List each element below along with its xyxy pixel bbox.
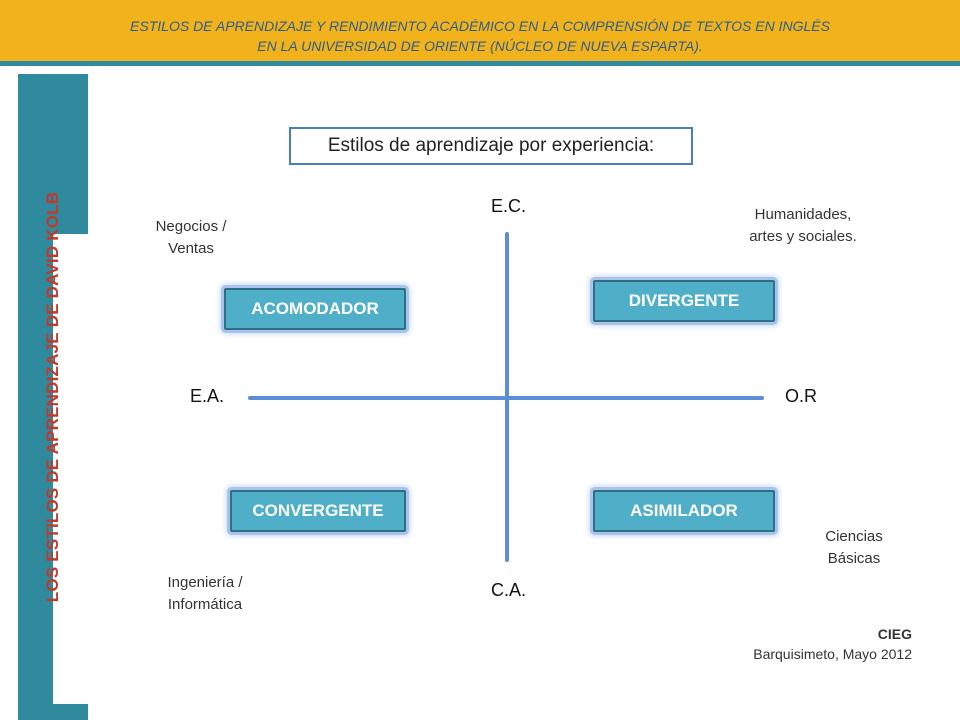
style-box-asimilador: ASIMILADOR xyxy=(593,490,775,532)
axis-label-right: O.R xyxy=(785,386,818,406)
header-line-1: ESTILOS DE APRENDIZAJE Y RENDIMIENTO ACA… xyxy=(130,18,830,34)
sidebar-panel xyxy=(53,234,93,704)
field-label-bottom-right-line2: Básicas xyxy=(827,550,881,567)
field-label-bottom-right-line1: Ciencias xyxy=(825,528,883,545)
footer-place-date: Barquisimeto, Mayo 2012 xyxy=(753,646,912,662)
vertical-axis xyxy=(505,232,509,562)
field-label-top-left: Negocios / Ventas xyxy=(138,216,244,260)
sidebar-title: LOS ESTILOS DE APRENDIZAJE DE DAVID KOLB xyxy=(43,191,62,603)
sidebar: LOS ESTILOS DE APRENDIZAJE DE DAVID KOLB xyxy=(18,74,93,720)
field-label-top-right-line1: Humanidades, xyxy=(754,206,852,223)
footer-credit: CIEG Barquisimeto, Mayo 2012 xyxy=(753,624,912,664)
footer-org: CIEG xyxy=(877,626,912,642)
field-label-bottom-left-line1: Ingeniería / xyxy=(167,574,243,591)
axis-label-bottom: C.A. xyxy=(491,580,527,600)
field-label-top-left-line1: Negocios / xyxy=(155,218,227,235)
field-label-top-right: Humanidades, artes y sociales. xyxy=(730,204,876,248)
header-banner: ESTILOS DE APRENDIZAJE Y RENDIMIENTO ACA… xyxy=(0,0,960,66)
header-line-2: EN LA UNIVERSIDAD DE ORIENTE (NÚCLEO DE … xyxy=(257,38,703,54)
axis-label-top: E.C. xyxy=(491,196,527,216)
field-label-bottom-left-line2: Informática xyxy=(167,596,243,613)
style-box-convergente: CONVERGENTE xyxy=(230,490,406,532)
style-box-divergente: DIVERGENTE xyxy=(593,280,775,322)
style-box-acomodador: ACOMODADOR xyxy=(224,288,406,330)
field-label-top-left-line2: Ventas xyxy=(168,240,214,257)
field-label-top-right-line2: artes y sociales. xyxy=(749,228,857,245)
axis-label-left: E.A. xyxy=(190,386,225,406)
field-label-bottom-right: Ciencias Básicas xyxy=(806,526,902,570)
field-label-bottom-left: Ingeniería / Informática xyxy=(146,572,264,616)
diagram-title: Estilos de aprendizaje por experiencia: xyxy=(289,127,693,165)
